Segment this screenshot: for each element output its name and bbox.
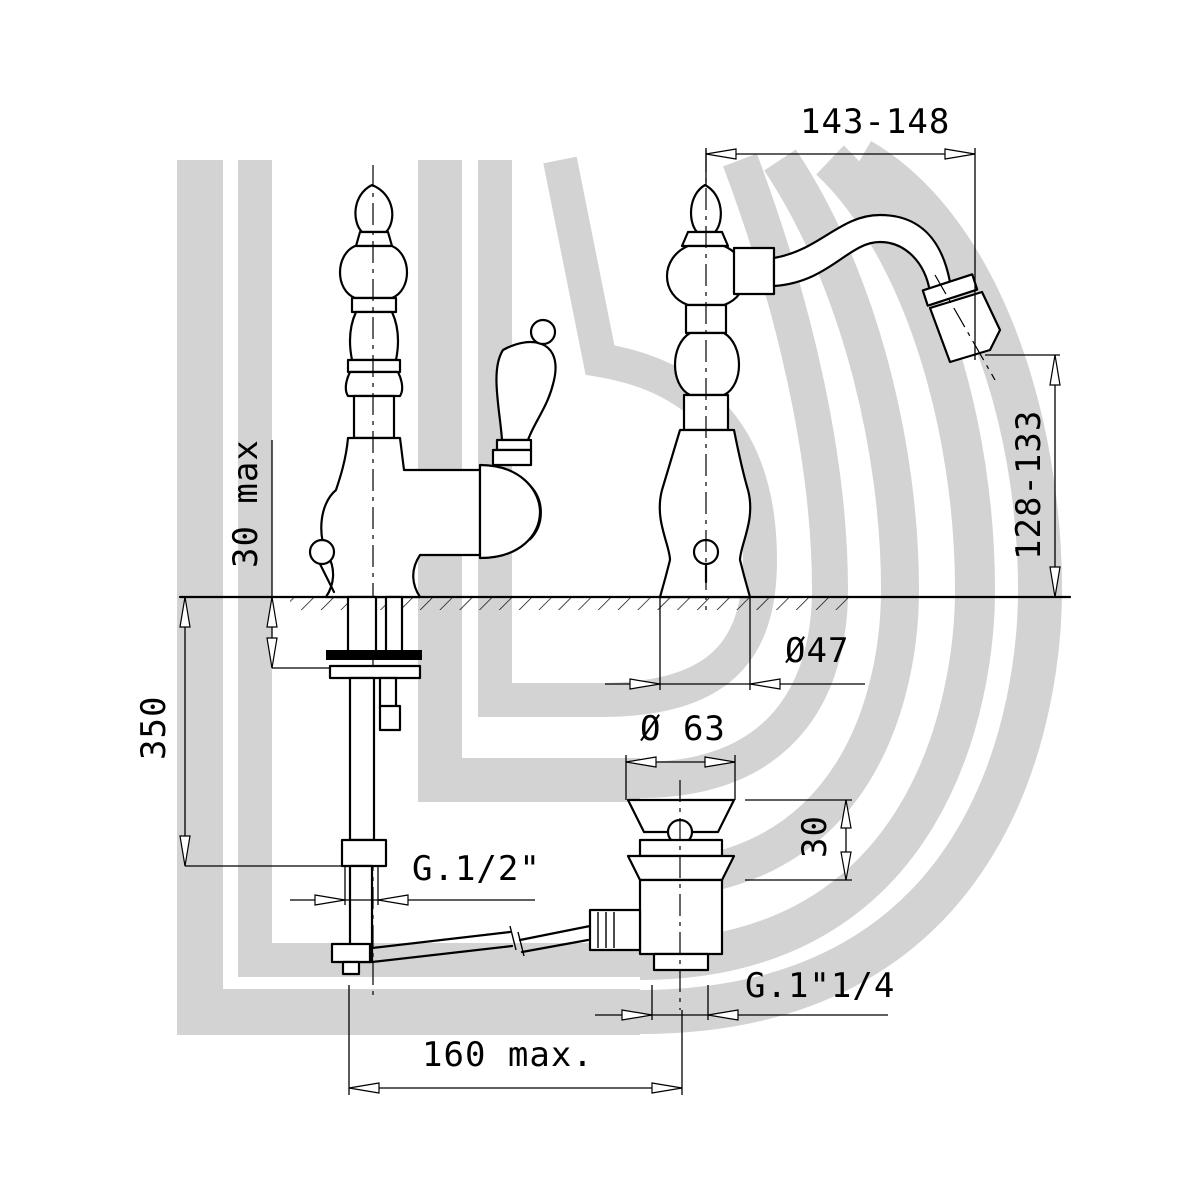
pop-up-waste [370, 780, 736, 1010]
faucet-side-view [308, 165, 557, 1000]
dim-spout-reach: 143-148 [800, 102, 950, 142]
dim-supply-thread: G.1/2" [412, 849, 541, 889]
dim-rod-length: 160 max. [422, 1035, 594, 1075]
faucet-front-view [658, 150, 1002, 610]
dim-base-diameter: Ø47 [785, 631, 849, 671]
dim-deck-thickness: 30 max [226, 439, 266, 568]
dimension-lines [179, 148, 1061, 1095]
dim-waste-flange: 30 [795, 815, 835, 858]
dim-waste-diameter: Ø 63 [640, 709, 726, 749]
watermark-logo [177, 141, 1063, 1035]
dim-waste-thread: G.1"1/4 [745, 966, 895, 1006]
dim-spout-height: 128-133 [1009, 410, 1049, 560]
dim-flexible-length: 350 [134, 696, 174, 760]
deck-surface [178, 595, 1072, 610]
faucet-underside [326, 595, 422, 976]
